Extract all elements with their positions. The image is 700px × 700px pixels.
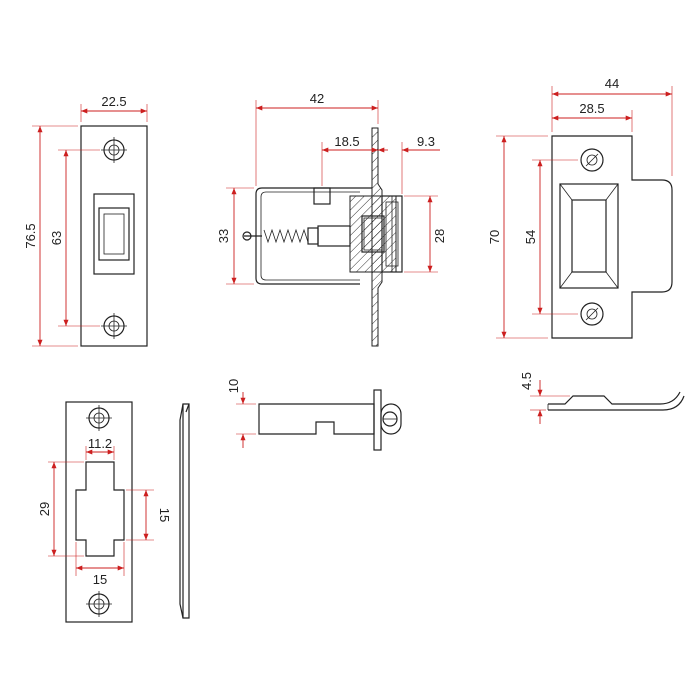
latch-body-top-view: 10 bbox=[226, 379, 402, 451]
dim-faceplate-hole-spacing: 63 bbox=[49, 231, 64, 245]
screw-hole-top bbox=[101, 137, 127, 163]
strike-recess bbox=[559, 183, 619, 289]
dim-strike-inner-width: 28.5 bbox=[579, 101, 604, 116]
dim-cutout-middle: 15 bbox=[157, 508, 172, 522]
dim-roller-height: 28 bbox=[432, 229, 447, 243]
dim-faceplate-height: 76.5 bbox=[23, 223, 38, 248]
keeper-cutout bbox=[75, 461, 125, 557]
dim-body-thickness: 10 bbox=[226, 379, 241, 393]
strike-plate-side-view: 4.5 bbox=[519, 372, 685, 424]
dim-faceplate-width: 22.5 bbox=[101, 94, 126, 109]
spring bbox=[242, 225, 351, 247]
latch-body-section-view: 42 18.5 9.3 33 28 bbox=[216, 91, 447, 347]
dim-cutout-bottom-width: 15 bbox=[93, 572, 107, 587]
dim-cutout-top-width: 11.2 bbox=[88, 436, 112, 451]
dim-body-height: 33 bbox=[216, 229, 231, 243]
dim-cutout-height: 29 bbox=[37, 502, 52, 516]
screw-hole-bottom bbox=[101, 313, 127, 339]
keeper-plate-front-view: 11.2 29 15 15 bbox=[37, 401, 172, 623]
keeper-hole-bottom bbox=[86, 591, 112, 617]
dim-strike-height: 70 bbox=[487, 230, 502, 244]
strike-hole-top bbox=[580, 148, 604, 172]
strike-hole-bottom bbox=[580, 302, 604, 326]
dim-strike-thickness: 4.5 bbox=[519, 372, 534, 390]
roller bbox=[381, 195, 403, 273]
keeper-plate-side-view bbox=[179, 403, 190, 619]
dim-body-depth: 42 bbox=[310, 91, 324, 106]
keeper-hole-top bbox=[86, 405, 112, 431]
faceplate-edge bbox=[371, 127, 383, 347]
latch-faceplate-front-view: 22.5 76.5 63 bbox=[23, 94, 148, 347]
dim-strike-width: 44 bbox=[605, 76, 619, 91]
strike-plate-front-view: 44 28.5 70 54 bbox=[487, 76, 673, 339]
dim-bolt-offset: 18.5 bbox=[334, 134, 359, 149]
dim-strike-hole-spacing: 54 bbox=[523, 230, 538, 244]
roller-opening bbox=[93, 193, 135, 275]
dim-flange-offset: 9.3 bbox=[417, 134, 435, 149]
